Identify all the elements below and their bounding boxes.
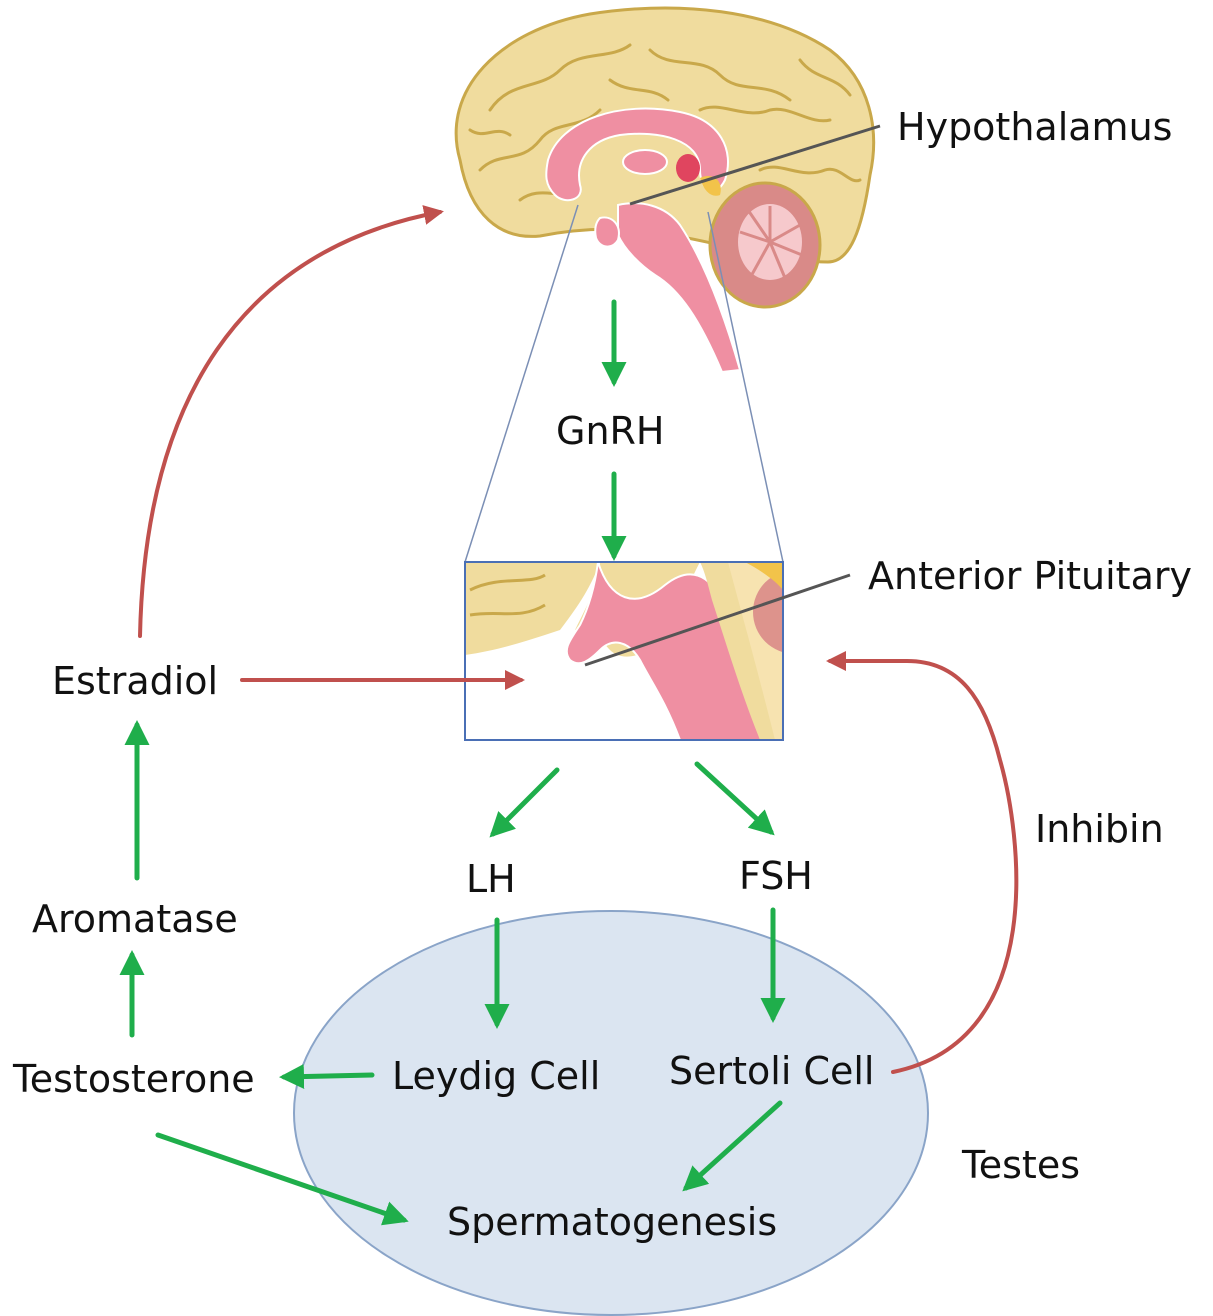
zoom-line-left	[465, 205, 578, 562]
label-testosterone: Testosterone	[13, 1060, 255, 1098]
arrow-pituitary-to-lh	[493, 770, 557, 834]
label-aromatase: Aromatase	[32, 900, 238, 938]
arrow-leydig-to-testosterone	[284, 1075, 372, 1077]
label-gnrh: GnRH	[556, 412, 665, 450]
arrow-estradiol-to-hypothalamus	[140, 212, 440, 636]
label-hypothalamus: Hypothalamus	[897, 108, 1172, 146]
label-testes: Testes	[962, 1146, 1080, 1184]
label-sertoli-cell: Sertoli Cell	[669, 1052, 875, 1090]
pituitary-zoom-illustration	[465, 562, 837, 740]
label-leydig-cell: Leydig Cell	[392, 1057, 600, 1095]
label-inhibin: Inhibin	[1035, 810, 1164, 848]
label-fsh: FSH	[739, 857, 813, 895]
label-estradiol: Estradiol	[52, 662, 218, 700]
label-lh: LH	[466, 860, 516, 898]
label-spermatogenesis: Spermatogenesis	[447, 1203, 777, 1241]
label-anterior-pituitary: Anterior Pituitary	[868, 557, 1192, 595]
brain-sagittal-illustration	[456, 8, 873, 372]
testes-ellipse	[294, 911, 928, 1315]
arrow-pituitary-to-fsh	[697, 764, 771, 832]
